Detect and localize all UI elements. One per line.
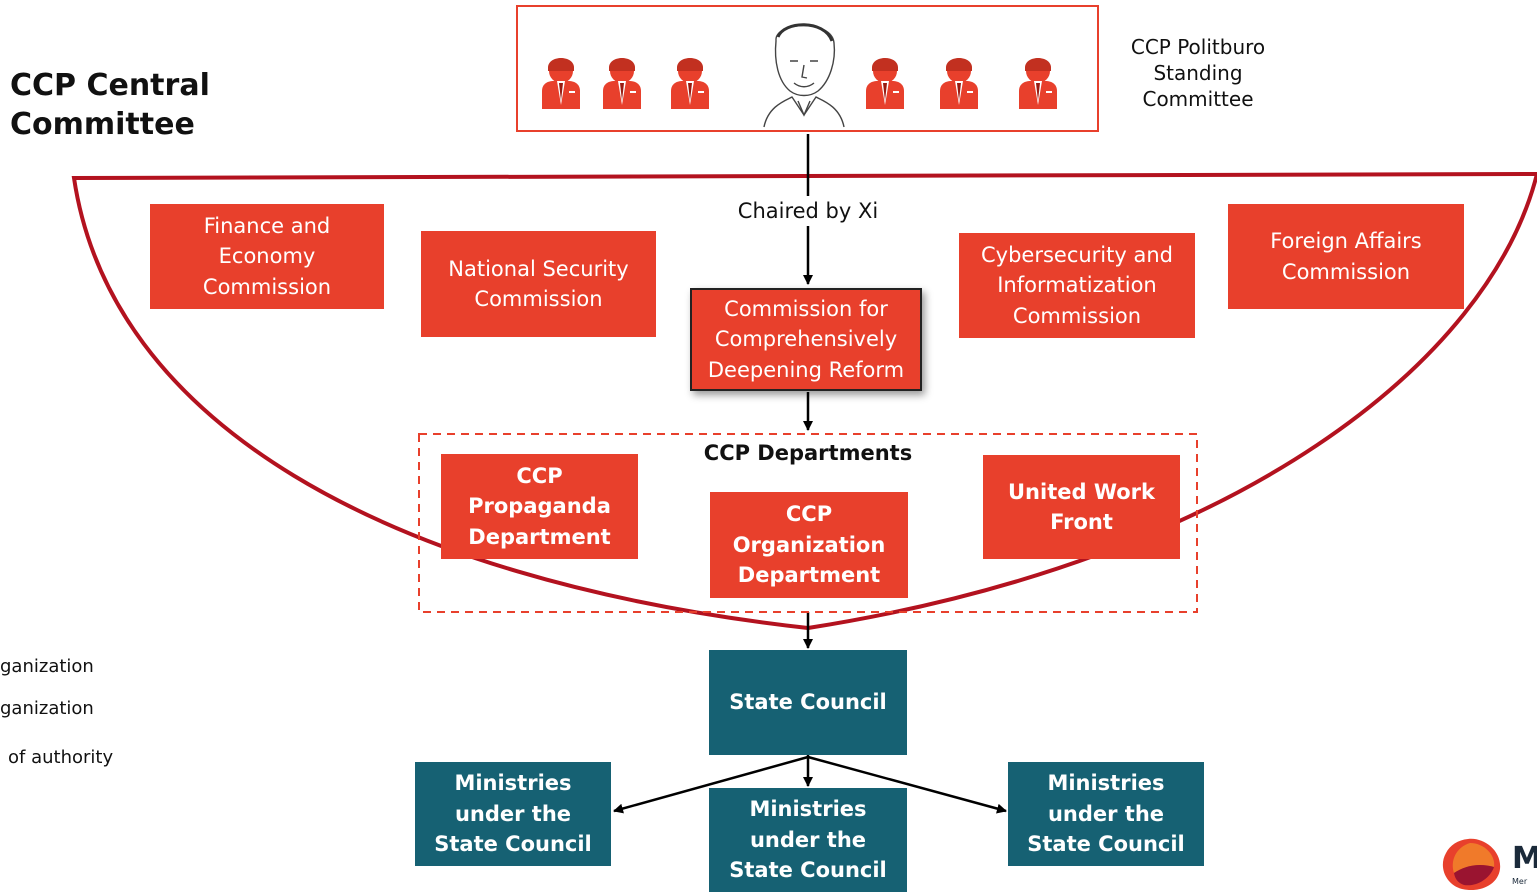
- reform-commission: Commission for Comprehensively Deepening…: [690, 288, 922, 391]
- legend-item-2: ganization: [0, 698, 94, 719]
- logo-mark-icon: [1442, 838, 1501, 891]
- ministries-left-arrow: [613, 755, 809, 814]
- person-icon: [1019, 58, 1057, 109]
- ministries-right: Ministries under the State Council: [1008, 762, 1204, 866]
- ministries-center: Ministries under the State Council: [709, 788, 907, 892]
- person-icon: [866, 58, 904, 109]
- state-council: State Council: [709, 650, 907, 755]
- propaganda-department: CCP Propaganda Department: [441, 454, 638, 559]
- politburo-box: [516, 5, 1099, 132]
- legend-item-3: of authority: [8, 747, 114, 768]
- person-icon: [671, 58, 709, 109]
- cybersecurity-commission: Cybersecurity and Informatization Commis…: [959, 233, 1195, 338]
- logo-tagline: Mer: [1512, 877, 1528, 886]
- organization-logo: M Mer: [1440, 835, 1537, 892]
- central-committee-title: CCP Central Committee: [10, 68, 210, 142]
- ministries-right-arrow: [807, 755, 1007, 814]
- politburo-members: [542, 23, 1057, 128]
- finance-commission: Finance and Economy Commission: [150, 204, 384, 309]
- person-icon: [603, 58, 641, 109]
- logo-letter: M: [1512, 841, 1537, 876]
- organization-department: CCP Organization Department: [710, 492, 908, 598]
- person-icon: [542, 58, 580, 109]
- leader-portrait-icon: [763, 23, 845, 128]
- ministries-left: Ministries under the State Council: [415, 762, 611, 866]
- united-front-department: United Work Front: [983, 455, 1180, 559]
- person-icon: [940, 58, 978, 109]
- legend-item-1: ganization: [0, 656, 94, 677]
- chaired-by-label: Chaired by Xi: [718, 198, 898, 226]
- departments-title: CCP Departments: [703, 441, 913, 465]
- national-security-commission: National Security Commission: [421, 231, 656, 337]
- politburo-label: CCP Politburo Standing Committee: [1130, 35, 1266, 111]
- foreign-affairs-commission: Foreign Affairs Commission: [1228, 204, 1464, 309]
- departments-frame: [418, 433, 1198, 613]
